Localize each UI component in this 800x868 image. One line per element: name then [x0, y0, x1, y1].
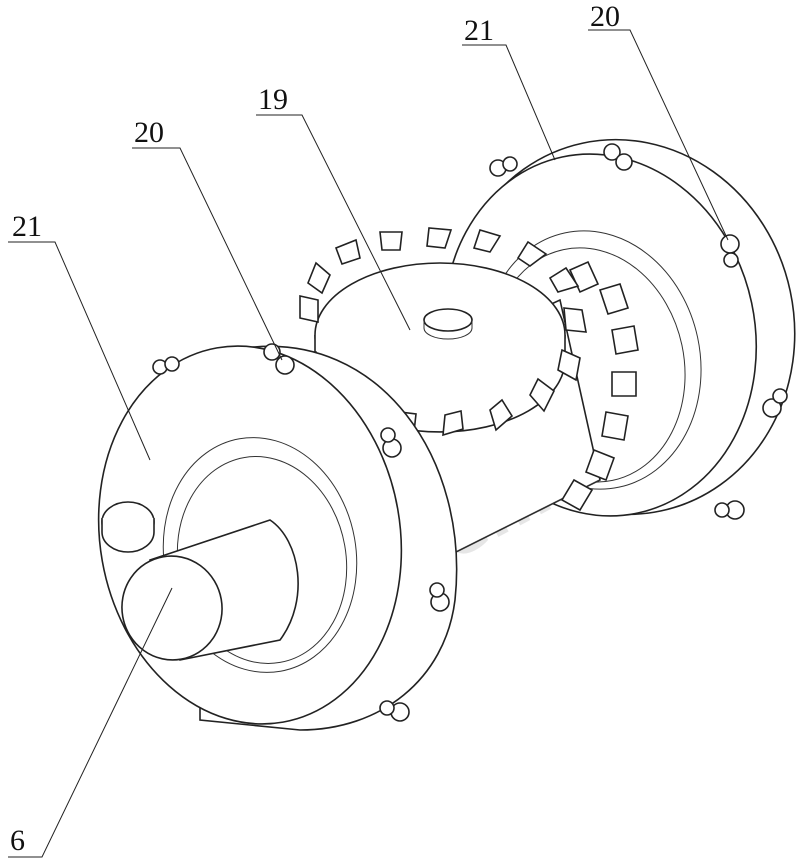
label-20-left: 20	[134, 116, 164, 149]
right-internal-teeth	[560, 260, 639, 512]
central-gear	[294, 227, 587, 437]
leader-21-right	[462, 44, 556, 161]
label-21-left: 21	[12, 210, 42, 243]
right-studs	[489, 143, 788, 520]
leader-6	[8, 587, 173, 858]
reference-labels: 21 20 19 21 20 6	[10, 0, 620, 857]
output-shaft	[101, 501, 299, 661]
label-6: 6	[10, 824, 25, 857]
label-19: 19	[258, 83, 288, 116]
label-21-right: 21	[464, 14, 494, 47]
leader-19	[256, 114, 411, 331]
leader-20-left	[132, 147, 283, 361]
leader-20-right	[588, 29, 729, 241]
left-studs	[152, 343, 450, 722]
leader-21-left	[8, 241, 151, 461]
label-20-right: 20	[590, 0, 620, 33]
leader-lines	[8, 29, 729, 858]
